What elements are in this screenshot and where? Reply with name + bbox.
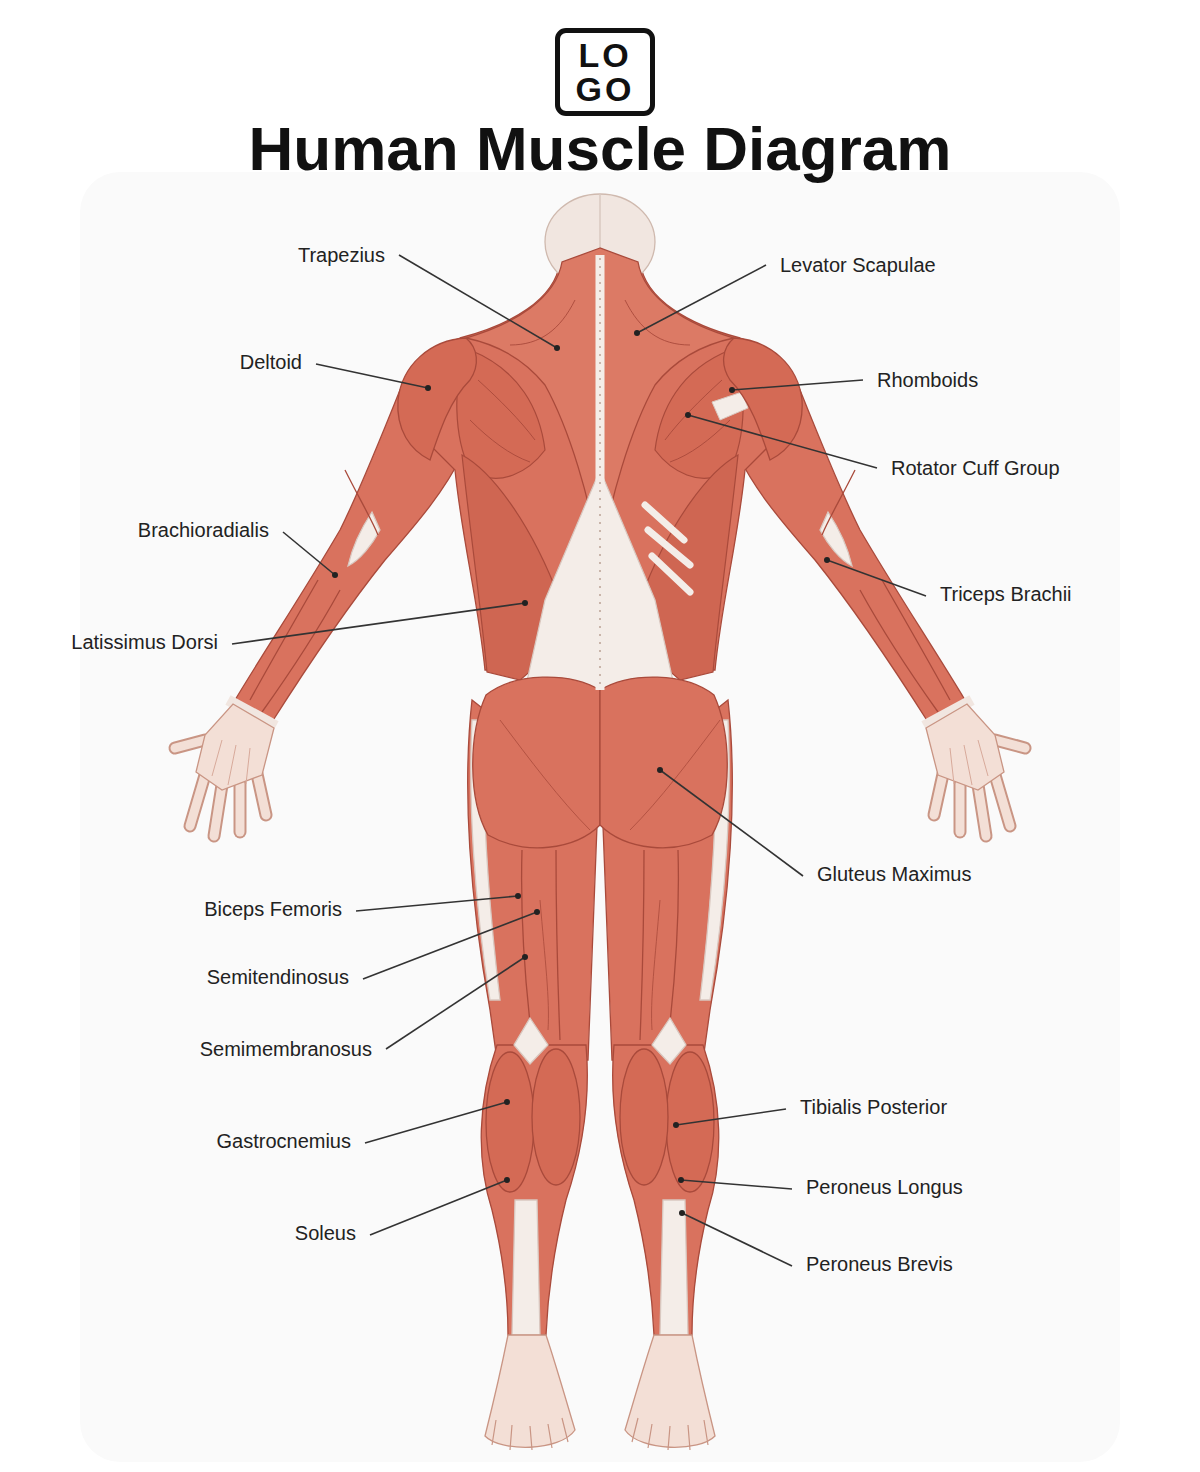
spine: [596, 255, 605, 690]
leader-line: [676, 1109, 786, 1125]
muscle-label: Soleus: [295, 1221, 356, 1245]
leader-dot: [522, 600, 528, 606]
leader-dot: [657, 767, 663, 773]
leader-dot: [554, 345, 560, 351]
muscle-label: Gastrocnemius: [217, 1129, 352, 1153]
arm: [262, 590, 340, 712]
leader-line: [316, 364, 428, 388]
hand: [190, 775, 205, 826]
hand: [926, 704, 1025, 836]
leg: [522, 850, 532, 1040]
muscle-label: Levator Scapulae: [780, 253, 936, 277]
muscle-label: Trapezius: [298, 243, 385, 267]
leader-dot: [729, 387, 735, 393]
leg: [512, 1200, 540, 1335]
hand: [234, 784, 247, 832]
scapular-muscles: [470, 380, 535, 462]
leader-dot: [332, 572, 338, 578]
muscle-label: Triceps Brachii: [940, 582, 1072, 606]
leader-dot: [332, 330, 830, 1216]
hand: [190, 775, 205, 826]
leader-line: [356, 896, 518, 911]
leader-dot: [534, 909, 540, 915]
spine: [599, 258, 601, 688]
gluteus-muscle: [500, 720, 720, 830]
arm: [348, 512, 380, 566]
muscle-label: Semimembranosus: [200, 1037, 372, 1061]
muscle-label: Peroneus Brevis: [806, 1252, 953, 1276]
hand: [212, 740, 250, 785]
muscle-label: Tibialis Posterior: [800, 1095, 947, 1119]
leader-line: [688, 415, 877, 468]
leader-dot: [425, 385, 431, 391]
muscle-label: Latissimus Dorsi: [71, 630, 218, 654]
leader-line: [732, 380, 863, 390]
hand: [175, 740, 205, 748]
diagram-title: Human Muscle Diagram: [0, 112, 1200, 186]
muscle-label: Brachioradialis: [138, 518, 269, 542]
logo-box: LO GO: [555, 28, 655, 116]
leader-line: [827, 560, 926, 596]
hand: [175, 704, 274, 836]
leader-dot: [504, 1099, 510, 1105]
leg: [492, 1418, 568, 1450]
arm: [345, 470, 378, 535]
logo-text: LO GO: [560, 38, 650, 106]
leader-line: [283, 532, 335, 575]
deltoid-muscle: [724, 338, 803, 460]
muscle-label: Deltoid: [240, 350, 302, 374]
muscle-label: Biceps Femoris: [204, 897, 342, 921]
leg: [556, 850, 560, 1040]
leader-line: [365, 1102, 507, 1143]
deltoid-muscle: [398, 338, 477, 460]
rib-fascia: [645, 505, 690, 592]
leader-line: [386, 957, 525, 1049]
leader-dot: [504, 1177, 510, 1183]
leader-dot: [824, 557, 830, 563]
leg: [540, 900, 548, 1030]
gluteus-muscle: [600, 677, 727, 848]
muscle-label: Semitendinosus: [207, 965, 349, 989]
muscle-label: Rotator Cuff Group: [891, 456, 1060, 480]
hand: [196, 704, 274, 790]
leader-dot: [685, 412, 691, 418]
gluteus-muscle: [473, 677, 600, 848]
leg: [486, 1052, 534, 1192]
leader-line: [660, 770, 803, 876]
leader-dot: [679, 1210, 685, 1216]
hand: [236, 784, 245, 832]
leader-line: [370, 1180, 507, 1235]
hand: [257, 774, 266, 815]
leader-line: [363, 912, 537, 979]
hand: [175, 740, 205, 748]
leader-line: [232, 603, 525, 644]
leader-dot: [522, 954, 528, 960]
leader-line: [637, 265, 766, 333]
leader-line: [682, 1213, 792, 1266]
leader-dot: [673, 1122, 679, 1128]
leg: [481, 1045, 587, 1335]
leg: [532, 1049, 580, 1185]
muscle-label: Rhomboids: [877, 368, 978, 392]
hand: [214, 785, 222, 836]
leader-dot: [515, 893, 521, 899]
leader-dot: [634, 330, 640, 336]
leader-line: [399, 255, 557, 348]
leader-dot: [678, 1177, 684, 1183]
hand: [214, 785, 222, 836]
leader-line: [681, 1180, 792, 1189]
hand: [257, 774, 266, 815]
background-panel: [80, 172, 1120, 1462]
muscle-label: Gluteus Maximus: [817, 862, 972, 886]
muscle-label: Peroneus Longus: [806, 1175, 963, 1199]
